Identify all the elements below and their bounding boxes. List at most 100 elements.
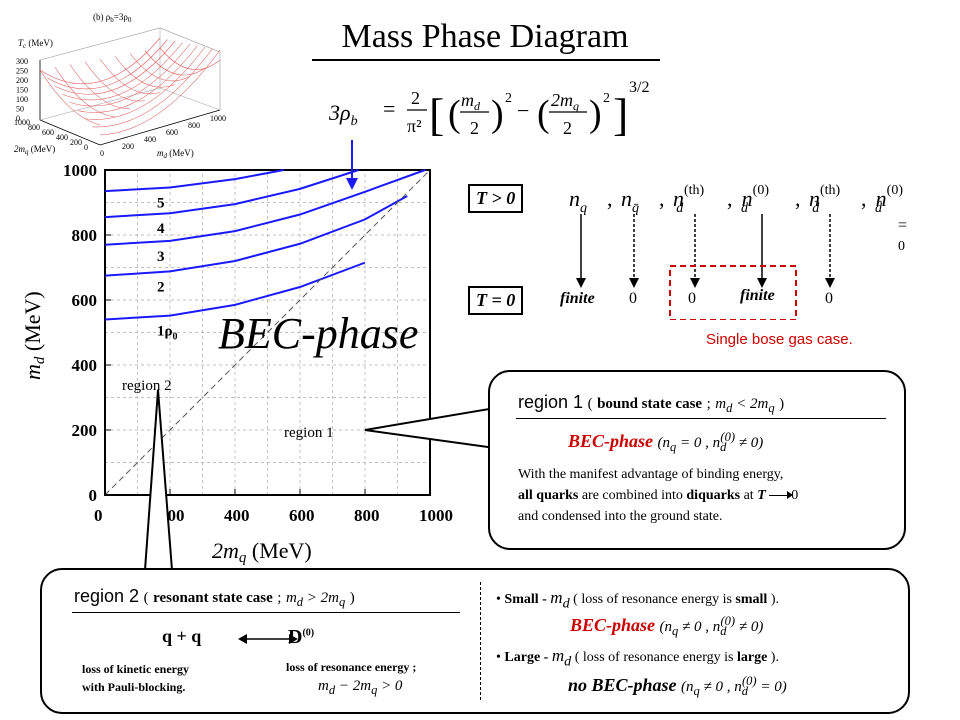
svg-text:2: 2 bbox=[603, 91, 610, 106]
svg-text:2: 2 bbox=[411, 88, 420, 108]
curve-label: 4 bbox=[157, 221, 165, 237]
density-term: nq bbox=[569, 186, 587, 216]
svg-text:): ) bbox=[589, 93, 602, 135]
double-arrow bbox=[238, 634, 298, 644]
bec-phase-label: BEC-phase bbox=[218, 309, 418, 358]
single-bose-box bbox=[669, 265, 797, 320]
mesh-line bbox=[144, 50, 206, 76]
region2-plot-label: region 2 bbox=[122, 378, 172, 394]
no-bec-line: no BEC-phase (nq ≠ 0 , nd(0) = 0) bbox=[568, 674, 787, 698]
qq-label: q + q bbox=[162, 626, 202, 646]
mesh-line bbox=[159, 47, 221, 70]
comma: , bbox=[607, 186, 613, 211]
resonance-condition: md − 2mq > 0 bbox=[318, 678, 403, 697]
mesh-line bbox=[62, 42, 183, 101]
density-formula: 3ρb = 2 π² [ ( md 2 ) 2 − ( 2mq 2 ) 2 ] … bbox=[328, 79, 649, 140]
inset-y-tick: 400 bbox=[144, 135, 156, 144]
inset-y-tick: 1000 bbox=[210, 114, 226, 123]
density-curve bbox=[104, 169, 284, 193]
svg-text:3ρb: 3ρb bbox=[328, 100, 358, 129]
inset-x-tick: 600 bbox=[42, 128, 54, 137]
title-underline bbox=[312, 59, 660, 61]
arrow-to-zero bbox=[769, 491, 794, 500]
region1-heading: region 1 ( bound state case ; md < 2mq ) bbox=[518, 392, 785, 415]
density-term: n(0)d bbox=[741, 183, 769, 216]
small-md-line: • Small - md ( loss of resonance energy … bbox=[496, 588, 779, 612]
y-tick-label: 400 bbox=[72, 356, 98, 375]
comma: , bbox=[795, 186, 801, 211]
mesh-line bbox=[114, 56, 176, 88]
svg-text:md (MeV): md (MeV) bbox=[157, 148, 194, 160]
svg-text:Tc (MeV): Tc (MeV) bbox=[18, 38, 53, 50]
inset-z-tick: 250 bbox=[16, 67, 28, 76]
svg-text:−: − bbox=[517, 98, 529, 123]
result-nqbar: 0 bbox=[629, 290, 637, 307]
density-curve bbox=[104, 195, 408, 277]
result-nd-th: 0 bbox=[688, 290, 696, 307]
comma: , bbox=[659, 186, 665, 211]
curve-label: 5 bbox=[157, 196, 165, 212]
region2-heading: region 2 ( resonant state case ; md > 2m… bbox=[74, 586, 355, 609]
inset-x-tick: 200 bbox=[70, 138, 82, 147]
inset-z-tick: 100 bbox=[16, 95, 28, 104]
svg-text:): ) bbox=[491, 93, 504, 135]
y-tick-label: 600 bbox=[72, 291, 98, 310]
svg-text:]: ] bbox=[613, 89, 628, 140]
mesh-line bbox=[47, 39, 168, 90]
y-tick-label: 0 bbox=[89, 486, 98, 505]
region2-separator bbox=[480, 582, 481, 700]
resonance-loss-text: loss of resonance energy ; bbox=[286, 660, 417, 674]
y-tick-label: 1000 bbox=[63, 161, 97, 180]
mesh-line bbox=[69, 43, 191, 107]
comma: , bbox=[861, 186, 867, 211]
x-tick-label: 400 bbox=[224, 506, 250, 525]
mesh-line bbox=[92, 48, 213, 128]
mesh-line bbox=[39, 69, 101, 126]
result-ndbar-th: 0 bbox=[825, 290, 833, 307]
x-tick-label: 600 bbox=[289, 506, 315, 525]
inset-x-tick: 800 bbox=[28, 123, 40, 132]
curve-label: 3 bbox=[157, 249, 165, 265]
inset-y-tick: 800 bbox=[188, 121, 200, 130]
inset-z-tick: 50 bbox=[16, 105, 24, 114]
svg-text:2mq (MeV): 2mq (MeV) bbox=[14, 144, 55, 156]
svg-text:3/2: 3/2 bbox=[629, 79, 649, 96]
density-curve bbox=[104, 261, 366, 321]
equals-zero: 0 bbox=[898, 239, 905, 254]
region1-bec-line: BEC-phase (nq = 0 , nd(0) ≠ 0) bbox=[568, 430, 764, 454]
density-curve bbox=[104, 169, 426, 246]
number-density-terms: nq,nq̄,n(th)d,n(0)d,n(th)d̄,n(0)d̄ finit… bbox=[560, 183, 907, 320]
mesh-line bbox=[129, 53, 191, 82]
inset-panel-label: (b) ρb=3ρ0 bbox=[93, 12, 132, 24]
single-bose-label: Single bose gas case. bbox=[706, 331, 853, 348]
region1-divider bbox=[516, 418, 886, 419]
inset-z-tick: 300 bbox=[16, 57, 28, 66]
mesh-line bbox=[99, 58, 161, 95]
result-nq: finite bbox=[560, 290, 595, 307]
diquark-label: D(0) bbox=[288, 626, 315, 648]
svg-text:2: 2 bbox=[563, 118, 572, 138]
region2-bec-line: BEC-phase (nq ≠ 0 , nd(0) ≠ 0) bbox=[570, 614, 764, 638]
density-term: n(th)d bbox=[673, 183, 705, 216]
y-tick-label: 800 bbox=[72, 226, 98, 245]
mesh-line bbox=[54, 67, 116, 118]
density-curve bbox=[104, 169, 359, 219]
equals-sign: = bbox=[898, 217, 907, 234]
region2-callout-pointer bbox=[143, 389, 174, 571]
svg-text:2: 2 bbox=[470, 118, 479, 138]
svg-text:=: = bbox=[383, 96, 395, 121]
comma: , bbox=[727, 186, 733, 211]
inset-x-tick: 0 bbox=[84, 143, 88, 152]
density-term: nq̄ bbox=[621, 186, 639, 216]
mesh-line bbox=[84, 61, 146, 102]
diagonal-line bbox=[104, 169, 431, 496]
inset-y-tick: 0 bbox=[100, 149, 104, 158]
mesh-line bbox=[39, 37, 161, 85]
plot-frame bbox=[104, 169, 431, 496]
svg-text:2mq: 2mq bbox=[551, 90, 579, 113]
density-term: n(th)d̄ bbox=[809, 183, 841, 216]
curve-label: 2 bbox=[157, 279, 165, 295]
